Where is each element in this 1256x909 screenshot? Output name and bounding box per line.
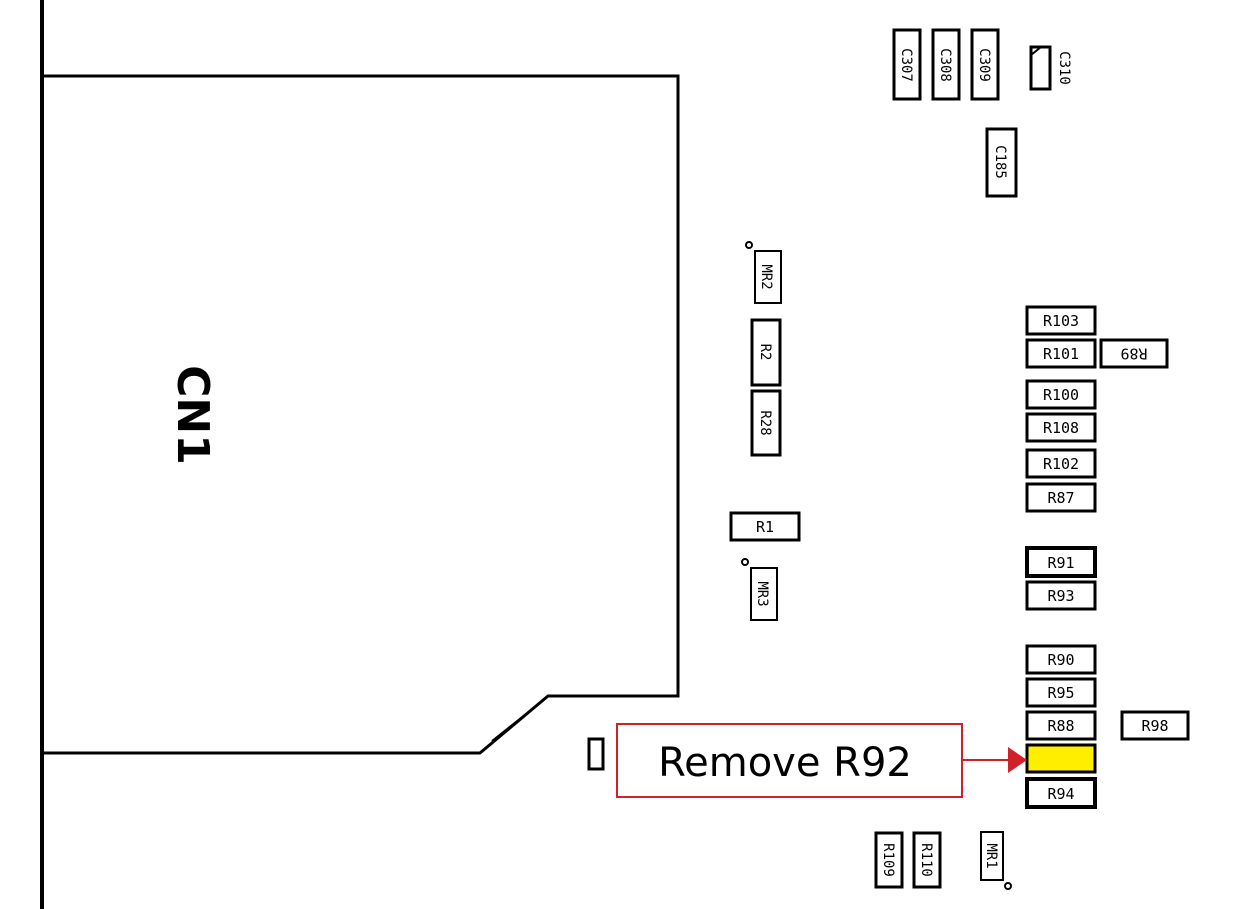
svg-text:R88: R88 (1047, 717, 1074, 735)
svg-text:R28: R28 (757, 410, 773, 435)
callout-arrow-head (1008, 747, 1027, 773)
component-r87: R87 (1025, 482, 1097, 513)
component-c308: C308 (931, 28, 961, 101)
component-mr2: MR2 (745, 241, 782, 304)
svg-text:R90: R90 (1047, 651, 1074, 669)
component-r89: R89 (1099, 338, 1169, 369)
component-r92-highlighted (1025, 743, 1097, 774)
connector-cn1-label: CN1 (167, 365, 218, 465)
svg-text:R2: R2 (757, 344, 773, 361)
svg-text:R103: R103 (1043, 312, 1079, 330)
component-r90: R90 (1025, 644, 1097, 675)
svg-text:R101: R101 (1043, 345, 1079, 363)
component-mr3: MR3 (741, 558, 778, 621)
component-r101: R101 (1025, 338, 1097, 369)
component-r93: R93 (1025, 580, 1097, 611)
component-r102: R102 (1025, 448, 1097, 479)
component-r103: R103 (1025, 305, 1097, 336)
component-r95: R95 (1025, 677, 1097, 708)
component-r28: R28 (750, 389, 782, 457)
component-r91: R91 (1025, 546, 1097, 578)
svg-text:MR1: MR1 (983, 843, 999, 868)
svg-text:R89: R89 (1120, 345, 1147, 363)
component-r110: R110 (912, 831, 942, 889)
svg-text:R102: R102 (1043, 455, 1079, 473)
svg-text:R109: R109 (880, 843, 896, 877)
component-r109: R109 (874, 831, 904, 889)
svg-text:R91: R91 (1047, 554, 1074, 572)
svg-text:R100: R100 (1043, 386, 1079, 404)
component-r108: R108 (1025, 412, 1097, 443)
svg-text:C307: C307 (898, 48, 914, 82)
component-r2: R2 (750, 318, 782, 387)
svg-text:R108: R108 (1043, 419, 1079, 437)
svg-text:MR3: MR3 (754, 581, 770, 606)
svg-text:C310: C310 (1056, 51, 1072, 85)
svg-text:MR2: MR2 (758, 264, 774, 289)
callout-box (616, 723, 963, 798)
remove-callout: Remove R92 (616, 723, 1027, 798)
callout-text: Remove R92 (658, 740, 912, 786)
svg-text:R1: R1 (756, 518, 774, 536)
svg-text:C309: C309 (976, 48, 992, 82)
connector-cn1-outline (42, 74, 680, 755)
svg-text:R93: R93 (1047, 587, 1074, 605)
connector-cn1-notch (491, 702, 541, 742)
component-partial (587, 737, 605, 771)
component-r94: R94 (1025, 777, 1097, 809)
svg-text:R87: R87 (1047, 489, 1074, 507)
component-r1: R1 (729, 511, 801, 542)
component-r100: R100 (1025, 379, 1097, 410)
svg-text:C308: C308 (937, 48, 953, 82)
component-c309: C309 (970, 28, 1000, 101)
svg-text:R110: R110 (918, 843, 934, 877)
component-r88: R88 (1025, 710, 1097, 741)
svg-text:R98: R98 (1141, 717, 1168, 735)
component-c310: C310 (1029, 45, 1072, 91)
component-r98: R98 (1120, 710, 1190, 741)
svg-text:R94: R94 (1047, 785, 1074, 803)
component-c185: C185 (985, 127, 1018, 198)
svg-text:C185: C185 (992, 145, 1008, 179)
component-c307: C307 (892, 28, 922, 101)
svg-text:R95: R95 (1047, 684, 1074, 702)
component-mr1: MR1 (980, 831, 1012, 890)
